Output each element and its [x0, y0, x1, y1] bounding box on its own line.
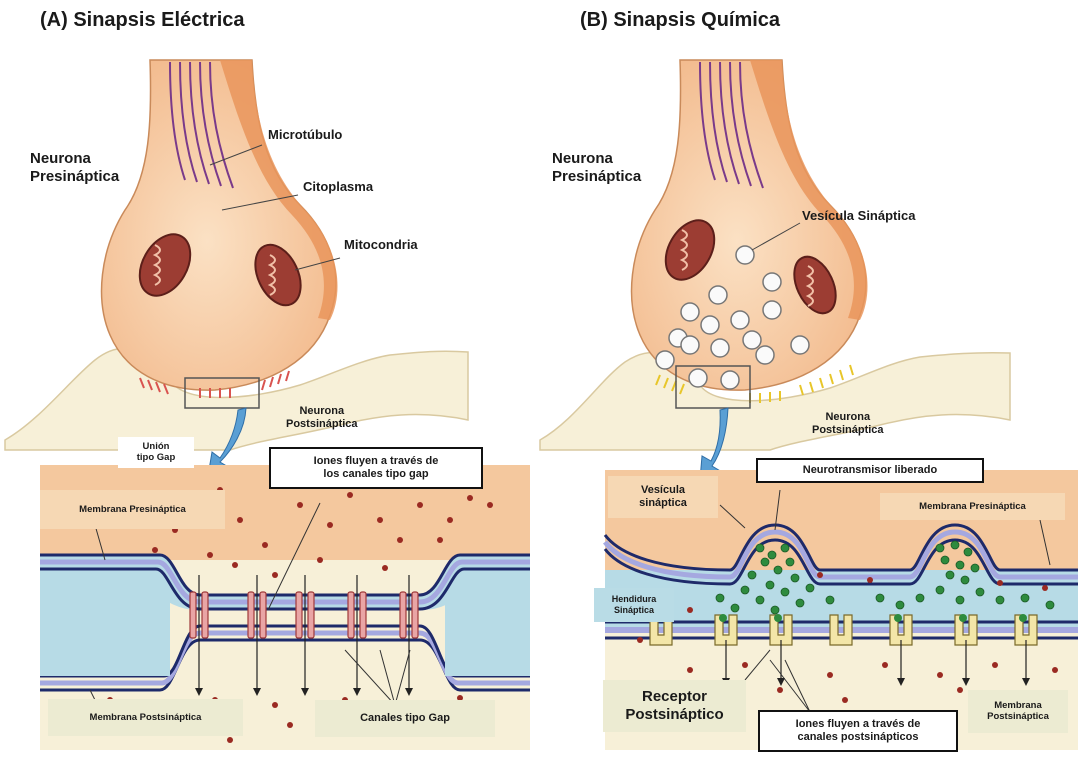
- released-neurotransmitter-label: Neurotransmisor liberado: [756, 458, 984, 483]
- postsynaptic-receptor-label: Receptor Postsináptico: [603, 680, 746, 732]
- presynaptic-membrane-label-a: Membrana Presináptica: [40, 490, 225, 529]
- postsynaptic-neuron-label-a: Neurona Postsináptica: [286, 405, 358, 431]
- panel-b-title: (B) Sinapsis Química: [580, 8, 780, 32]
- cytoplasm-label: Citoplasma: [303, 179, 373, 195]
- presynaptic-neuron-label-b: Neurona Presináptica: [552, 150, 641, 186]
- synaptic-cleft-label: Hendidura Sináptica: [594, 588, 674, 622]
- postsynaptic-membrane-label-b: Membrana Postsináptica: [968, 690, 1068, 733]
- postsynaptic-neuron-label-b: Neurona Postsináptica: [812, 411, 884, 437]
- vesicle-small-label: Vesícula sináptica: [608, 476, 718, 518]
- gap-channels-label: Canales tipo Gap: [315, 700, 495, 737]
- presynaptic-membrane-label-b: Membrana Presináptica: [880, 493, 1065, 520]
- ions-flow-postsynaptic-label: Iones fluyen a través de canales postsin…: [758, 710, 958, 752]
- chemical-synapse-neuron: [540, 60, 1010, 480]
- gap-junction-label: Unión tipo Gap: [118, 437, 194, 468]
- ions-flow-gap-label: Iones fluyen a través de los canales tip…: [269, 447, 483, 489]
- presynaptic-neuron-label-a: Neurona Presináptica: [30, 150, 119, 186]
- panel-a-title: (A) Sinapsis Eléctrica: [40, 8, 245, 32]
- microtubule-label: Microtúbulo: [268, 127, 342, 143]
- electric-synapse-neuron: [5, 60, 468, 476]
- synaptic-vesicle-label: Vesícula Sináptica: [802, 208, 915, 224]
- mitochondria-label: Mitocondria: [344, 237, 418, 253]
- postsynaptic-membrane-label-a: Membrana Postsináptica: [48, 699, 243, 736]
